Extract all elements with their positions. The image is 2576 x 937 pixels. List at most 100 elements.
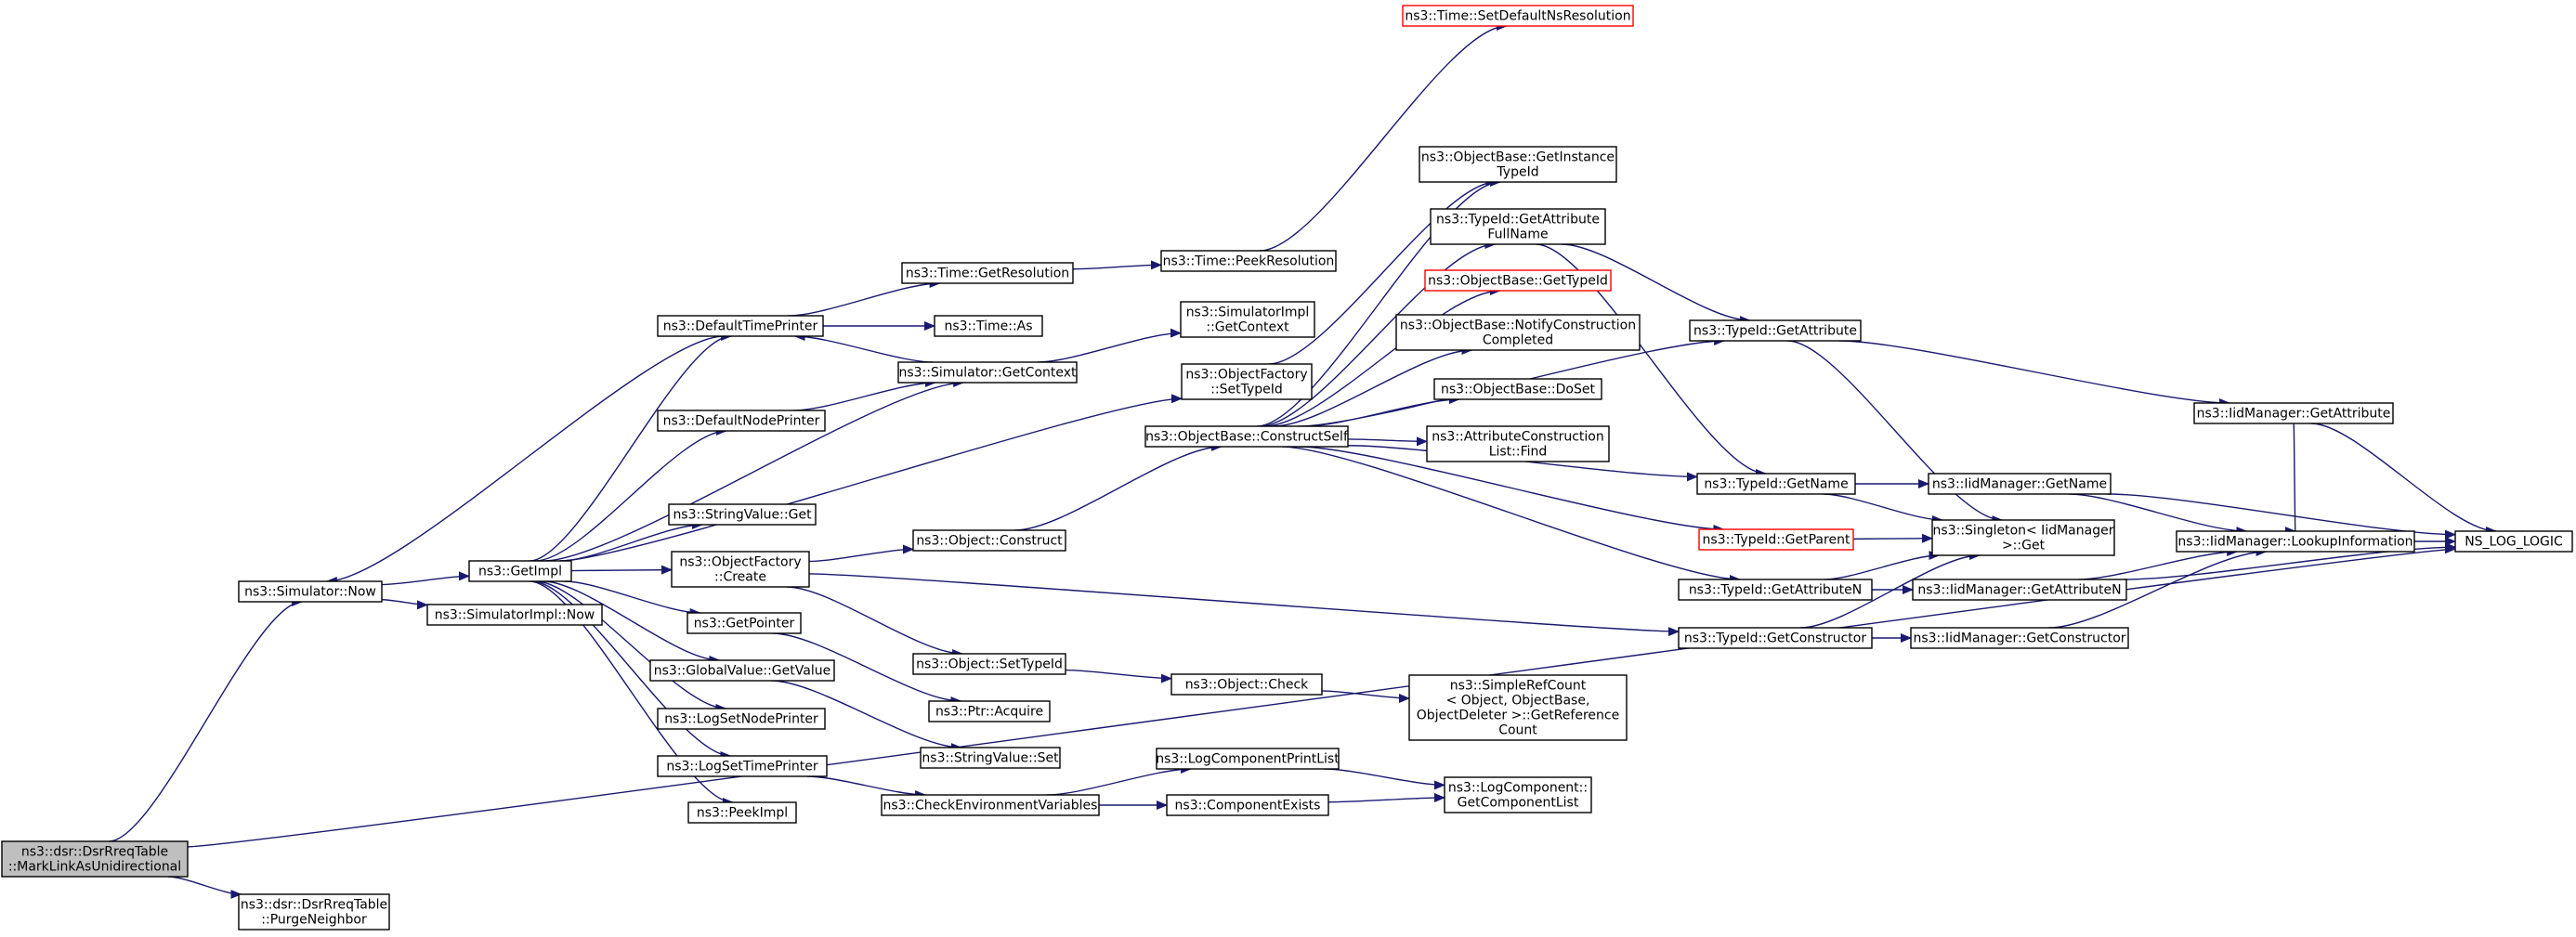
node-box xyxy=(1928,473,2112,495)
node-iidGetAttrN[interactable]: ns3::IidManager::GetAttributeN xyxy=(1912,579,2127,601)
node-logNode[interactable]: ns3::LogSetNodePrinter xyxy=(657,708,826,730)
node-ofSetTid[interactable]: ns3::ObjectFactory::SetTypeId xyxy=(1181,363,1313,400)
call-edge-getPointer-to-ptrAcq xyxy=(772,632,962,706)
node-nsLog[interactable]: NS_LOG_LOGIC xyxy=(2454,530,2573,553)
node-label: ns3::IidManager::GetName xyxy=(1932,477,2107,492)
node-box xyxy=(1689,319,1862,342)
node-iidGetAttr[interactable]: ns3::IidManager::GetAttribute xyxy=(2193,402,2394,424)
node-obConstructSelf[interactable]: ns3::ObjectBase::ConstructSelf xyxy=(1144,425,1349,448)
node-objConstruct[interactable]: ns3::Object::Construct xyxy=(912,529,1066,552)
call-edge-ofCreate-to-objConstruct xyxy=(808,544,914,563)
call-edge-ofCreate-to-tidGetCtor xyxy=(808,573,1680,637)
call-edge-getImpl-to-ofSetTid xyxy=(559,394,1183,562)
node-setDefRes[interactable]: ns3::Time::SetDefaultNsResolution xyxy=(1402,5,1634,27)
call-edge-getRes-to-peekRes xyxy=(1072,260,1162,270)
node-label: ns3::Singleton< IidManager xyxy=(1933,524,2114,539)
node-box xyxy=(1678,627,1873,649)
node-checkEnv[interactable]: ns3::CheckEnvironmentVariables xyxy=(881,794,1100,816)
node-strSet[interactable]: ns3::StringValue::Set xyxy=(920,747,1061,769)
node-tidGetAttrN[interactable]: ns3::TypeId::GetAttributeN xyxy=(1678,579,1873,601)
node-tidGetParent[interactable]: ns3::TypeId::GetParent xyxy=(1698,528,1854,551)
node-tidGetAttr[interactable]: ns3::TypeId::GetAttribute xyxy=(1689,319,1862,342)
call-edge-simCtx-to-defTimePrinter xyxy=(793,332,934,363)
node-label: ns3::IidManager::GetAttribute xyxy=(2197,407,2391,422)
call-edge-getImpl-to-peekImpl xyxy=(530,580,734,807)
node-simpleRef[interactable]: ns3::SimpleRefCount< Object, ObjectBase,… xyxy=(1408,674,1628,741)
node-tidGetName[interactable]: ns3::TypeId::GetName xyxy=(1696,473,1856,495)
node-obNotify[interactable]: ns3::ObjectBase::NotifyConstructionCompl… xyxy=(1395,314,1641,351)
node-label: ns3::Simulator::Now xyxy=(244,585,376,600)
call-edge-simNow-to-simImplNow xyxy=(381,599,428,610)
node-label: ns3::Object::Construct xyxy=(916,534,1063,549)
node-obGetTid[interactable]: ns3::ObjectBase::GetTypeId xyxy=(1424,269,1612,292)
node-label: GetComponentList xyxy=(1458,796,1579,811)
node-getImpl[interactable]: ns3::GetImpl xyxy=(468,560,572,582)
node-label: ns3::TypeId::GetConstructor xyxy=(1684,631,1866,646)
call-edge-peekRes-to-setDefRes xyxy=(1260,21,1508,252)
node-ofCreate[interactable]: ns3::ObjectFactory::Create xyxy=(671,551,810,588)
node-simNow[interactable]: ns3::Simulator::Now xyxy=(238,580,383,603)
node-simImplCtx[interactable]: ns3::SimulatorImpl::GetContext xyxy=(1180,301,1315,338)
node-timeAs[interactable]: ns3::Time::As xyxy=(934,315,1043,337)
node-tidGetCtor[interactable]: ns3::TypeId::GetConstructor xyxy=(1678,627,1873,649)
node-label: TypeId xyxy=(1496,165,1538,180)
node-box xyxy=(1156,748,1340,770)
node-box xyxy=(1144,425,1349,448)
node-label: ns3::ComponentExists xyxy=(1175,799,1321,813)
node-getPointer[interactable]: ns3::GetPointer xyxy=(686,612,802,634)
node-objSetTid[interactable]: ns3::Object::SetTypeId xyxy=(912,653,1066,675)
node-box xyxy=(1166,794,1329,816)
node-label: Count xyxy=(1498,723,1537,738)
node-simCtx[interactable]: ns3::Simulator::GetContext xyxy=(897,361,1078,384)
node-box xyxy=(1910,627,2129,649)
node-compExists[interactable]: ns3::ComponentExists xyxy=(1166,794,1329,816)
call-edge-obConstructSelf-to-obDoSet xyxy=(1304,395,1461,427)
node-label: ns3::GlobalValue::GetValue xyxy=(654,664,830,679)
node-obDoSet[interactable]: ns3::ObjectBase::DoSet xyxy=(1433,378,1602,400)
node-box xyxy=(1395,314,1641,351)
node-label: ns3::IidManager::GetConstructor xyxy=(1913,631,2125,646)
node-label: ns3::dsr::DsrRreqTable xyxy=(241,898,387,913)
node-label: ns3::Time::PeekResolution xyxy=(1163,254,1335,269)
node-label: ns3::dsr::DsrRreqTable xyxy=(21,845,168,860)
node-box xyxy=(901,262,1074,284)
node-box xyxy=(1424,269,1612,292)
node-defNodePrinter[interactable]: ns3::DefaultNodePrinter xyxy=(657,410,826,432)
node-box xyxy=(912,653,1066,675)
node-peekRes[interactable]: ns3::Time::PeekResolution xyxy=(1160,250,1337,272)
call-edge-simCtx-to-simImplCtx xyxy=(1038,328,1182,363)
call-edge-obConstructSelf-to-acFind xyxy=(1347,436,1428,447)
node-strGet[interactable]: ns3::StringValue::Get xyxy=(668,503,817,526)
node-iidGetCtor[interactable]: ns3::IidManager::GetConstructor xyxy=(1910,627,2129,649)
node-singletonGet[interactable]: ns3::Singleton< IidManager >::Get xyxy=(1931,519,2115,556)
node-getRes[interactable]: ns3::Time::GetResolution xyxy=(901,262,1074,284)
node-label: >::Get xyxy=(2002,539,2046,553)
node-box xyxy=(238,580,383,603)
node-box xyxy=(657,755,828,777)
node-box xyxy=(686,612,802,634)
node-defTimePrinter[interactable]: ns3::DefaultTimePrinter xyxy=(657,315,824,337)
node-iidGetName[interactable]: ns3::IidManager::GetName xyxy=(1928,473,2112,495)
call-edge-iidGetAttr-to-nsLog xyxy=(2310,423,2498,536)
node-iidLookup[interactable]: ns3::IidManager::LookupInformation xyxy=(2176,530,2415,553)
node-simImplNow[interactable]: ns3::SimulatorImpl::Now xyxy=(426,604,603,626)
node-label: ns3::PeekImpl xyxy=(697,806,788,821)
node-box xyxy=(1931,519,2115,556)
node-label: NS_LOG_LOGIC xyxy=(2465,535,2563,550)
node-gvGet[interactable]: ns3::GlobalValue::GetValue xyxy=(649,659,835,682)
node-lcGetList[interactable]: ns3::LogComponent::GetComponentList xyxy=(1444,776,1592,813)
node-ptrAcq[interactable]: ns3::Ptr::Acquire xyxy=(928,700,1051,722)
node-box xyxy=(912,529,1066,552)
node-purge[interactable]: ns3::dsr::DsrRreqTable::PurgeNeighbor xyxy=(238,893,390,930)
node-peekImpl[interactable]: ns3::PeekImpl xyxy=(687,801,797,824)
node-logPrintList[interactable]: ns3::LogComponentPrintList xyxy=(1156,748,1340,770)
node-logTime[interactable]: ns3::LogSetTimePrinter xyxy=(657,755,828,777)
node-label: ns3::LogComponentPrintList xyxy=(1156,752,1340,767)
call-edge-tidAttrFull-to-tidGetAttr xyxy=(1561,243,1751,325)
function-nodes: ns3::dsr::DsrRreqTable::MarkLinkAsUnidir… xyxy=(1,5,2573,930)
node-objCheck[interactable]: ns3::Object::Check xyxy=(1170,673,1323,696)
node-box xyxy=(1419,146,1617,183)
